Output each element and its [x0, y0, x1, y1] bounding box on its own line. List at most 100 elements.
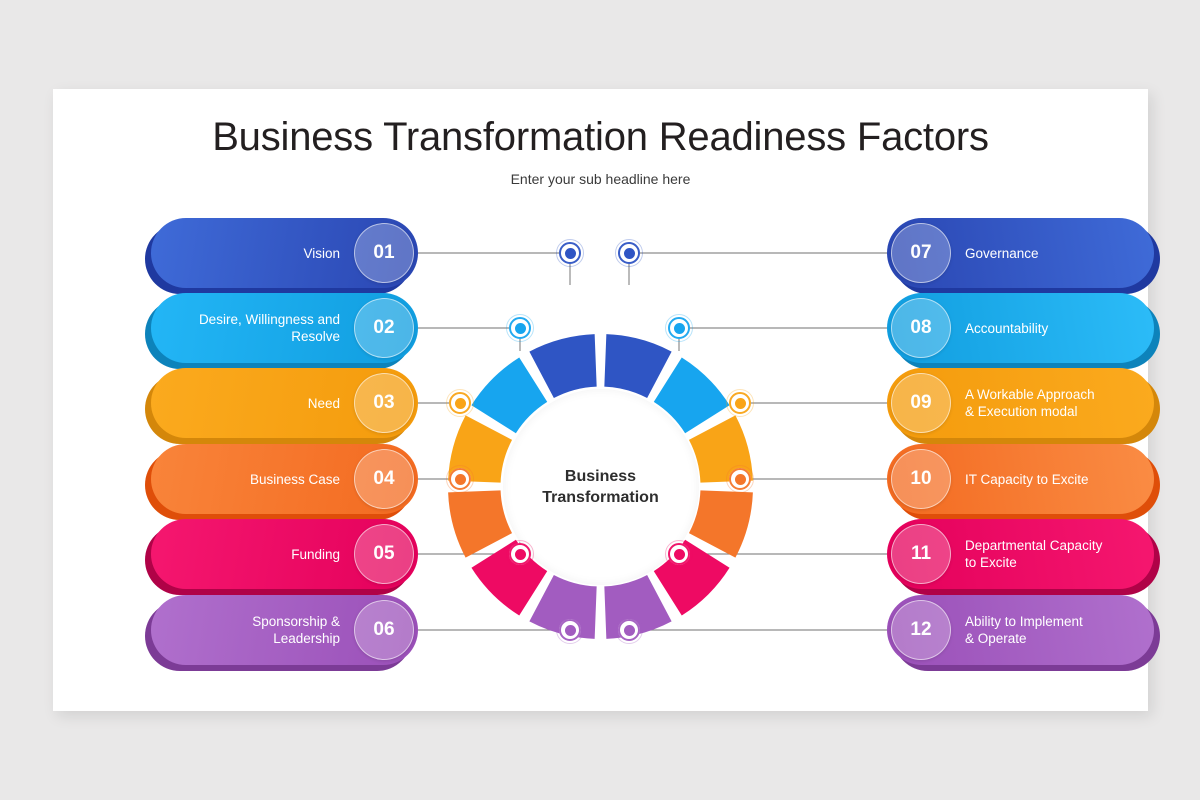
dot-ring — [618, 619, 640, 641]
dot-ring — [729, 468, 751, 490]
card-content: 08 Accountability — [887, 293, 1154, 363]
card-label: Desire, Willingness and Resolve — [198, 312, 340, 344]
card-label: Ability to Implement & Operate — [965, 614, 1083, 646]
connector-dot-11 — [556, 616, 584, 644]
connector-dot-7 — [446, 465, 474, 493]
factor-card-11[interactable]: 11 Departmental Capacity to Excite — [887, 519, 1160, 595]
card-label: Governance — [965, 245, 1039, 261]
factor-card-04[interactable]: Business Case 04 — [145, 444, 418, 520]
card-content: Need 03 — [151, 368, 418, 438]
dot-core — [734, 473, 746, 485]
connector-dot-4 — [665, 314, 693, 342]
center-donut-chart: Business Transformation — [448, 334, 753, 639]
factor-card-03[interactable]: Need 03 — [145, 368, 418, 444]
slide-canvas: Business Transformation Readiness Factor… — [53, 89, 1160, 711]
dot-halo — [506, 314, 534, 342]
dot-halo — [446, 465, 474, 493]
dot-ring — [559, 242, 581, 264]
factor-card-10[interactable]: 10 IT Capacity to Excite — [887, 444, 1160, 520]
donut-segment-02 — [653, 357, 730, 434]
dot-core — [454, 473, 466, 485]
factor-card-01[interactable]: Vision 01 — [145, 218, 418, 294]
card-content: Sponsorship & Leadership 06 — [151, 595, 418, 665]
dot-halo — [665, 314, 693, 342]
dot-ring — [509, 543, 531, 565]
dot-core — [514, 322, 526, 334]
card-number-badge: 07 — [891, 223, 951, 283]
card-number-badge: 06 — [354, 600, 414, 660]
card-number-badge: 02 — [354, 298, 414, 358]
dot-core — [564, 247, 576, 259]
dot-core — [454, 397, 466, 409]
dot-halo — [556, 239, 584, 267]
connector-dot-1 — [556, 239, 584, 267]
card-label: Business Case — [249, 471, 340, 487]
factor-card-12[interactable]: 12 Ability to Implement & Operate — [887, 595, 1160, 671]
dot-ring — [729, 392, 751, 414]
card-content: Business Case 04 — [151, 444, 418, 514]
card-label: Funding — [291, 546, 340, 562]
factor-card-07[interactable]: 07 Governance — [887, 218, 1160, 294]
donut-center-label: Business Transformation — [542, 467, 659, 506]
connector-dot-10 — [665, 540, 693, 568]
card-label: Accountability — [965, 320, 1049, 336]
dot-halo — [665, 540, 693, 568]
dot-ring — [509, 317, 531, 339]
dot-halo — [446, 389, 474, 417]
factor-card-02[interactable]: Desire, Willingness and Resolve 02 — [145, 293, 418, 369]
connector-dot-3 — [506, 314, 534, 342]
card-content: 07 Governance — [887, 218, 1154, 288]
dot-ring — [449, 392, 471, 414]
dot-ring — [618, 242, 640, 264]
factor-card-05[interactable]: Funding 05 — [145, 519, 418, 595]
card-number-badge: 04 — [354, 449, 414, 509]
connector-dot-2 — [615, 239, 643, 267]
card-label: Departmental Capacity to Excite — [965, 538, 1103, 570]
connector-dot-6 — [726, 389, 754, 417]
page-subtitle: Enter your sub headline here — [510, 171, 691, 187]
donut-segment-04 — [688, 490, 753, 558]
dot-core — [734, 397, 746, 409]
card-number-badge: 01 — [354, 223, 414, 283]
card-number-badge: 03 — [354, 373, 414, 433]
card-content: 10 IT Capacity to Excite — [887, 444, 1154, 514]
dot-ring — [668, 317, 690, 339]
dot-ring — [668, 543, 690, 565]
dot-halo — [506, 540, 534, 568]
page-title: Business Transformation Readiness Factor… — [212, 115, 989, 159]
dot-halo — [615, 616, 643, 644]
factor-card-08[interactable]: 08 Accountability — [887, 293, 1160, 369]
card-label: Sponsorship & Leadership — [252, 614, 340, 646]
card-label: IT Capacity to Excite — [965, 471, 1089, 487]
dot-core — [673, 322, 685, 334]
card-label: A Workable Approach & Execution modal — [965, 387, 1095, 419]
card-content: Desire, Willingness and Resolve 02 — [151, 293, 418, 363]
card-content: Funding 05 — [151, 519, 418, 589]
dot-ring — [449, 468, 471, 490]
card-content: 12 Ability to Implement & Operate — [887, 595, 1154, 665]
dot-halo — [726, 465, 754, 493]
card-number-badge: 05 — [354, 524, 414, 584]
connector-dot-5 — [446, 389, 474, 417]
card-label: Need — [307, 395, 340, 411]
dot-core — [623, 624, 635, 636]
dot-ring — [559, 619, 581, 641]
donut-segment-08 — [471, 357, 548, 434]
connector-dot-8 — [726, 465, 754, 493]
card-number-badge: 08 — [891, 298, 951, 358]
card-content: 11 Departmental Capacity to Excite — [887, 519, 1154, 589]
card-number-badge: 11 — [891, 524, 951, 584]
connector-dot-12 — [615, 616, 643, 644]
dot-core — [673, 548, 685, 560]
dot-halo — [726, 389, 754, 417]
card-number-badge: 10 — [891, 449, 951, 509]
donut-segment-07 — [529, 334, 597, 399]
factor-card-06[interactable]: Sponsorship & Leadership 06 — [145, 595, 418, 671]
dot-core — [514, 548, 526, 560]
card-label: Vision — [303, 245, 340, 261]
card-content: Vision 01 — [151, 218, 418, 288]
dot-halo — [556, 616, 584, 644]
card-number-badge: 12 — [891, 600, 951, 660]
